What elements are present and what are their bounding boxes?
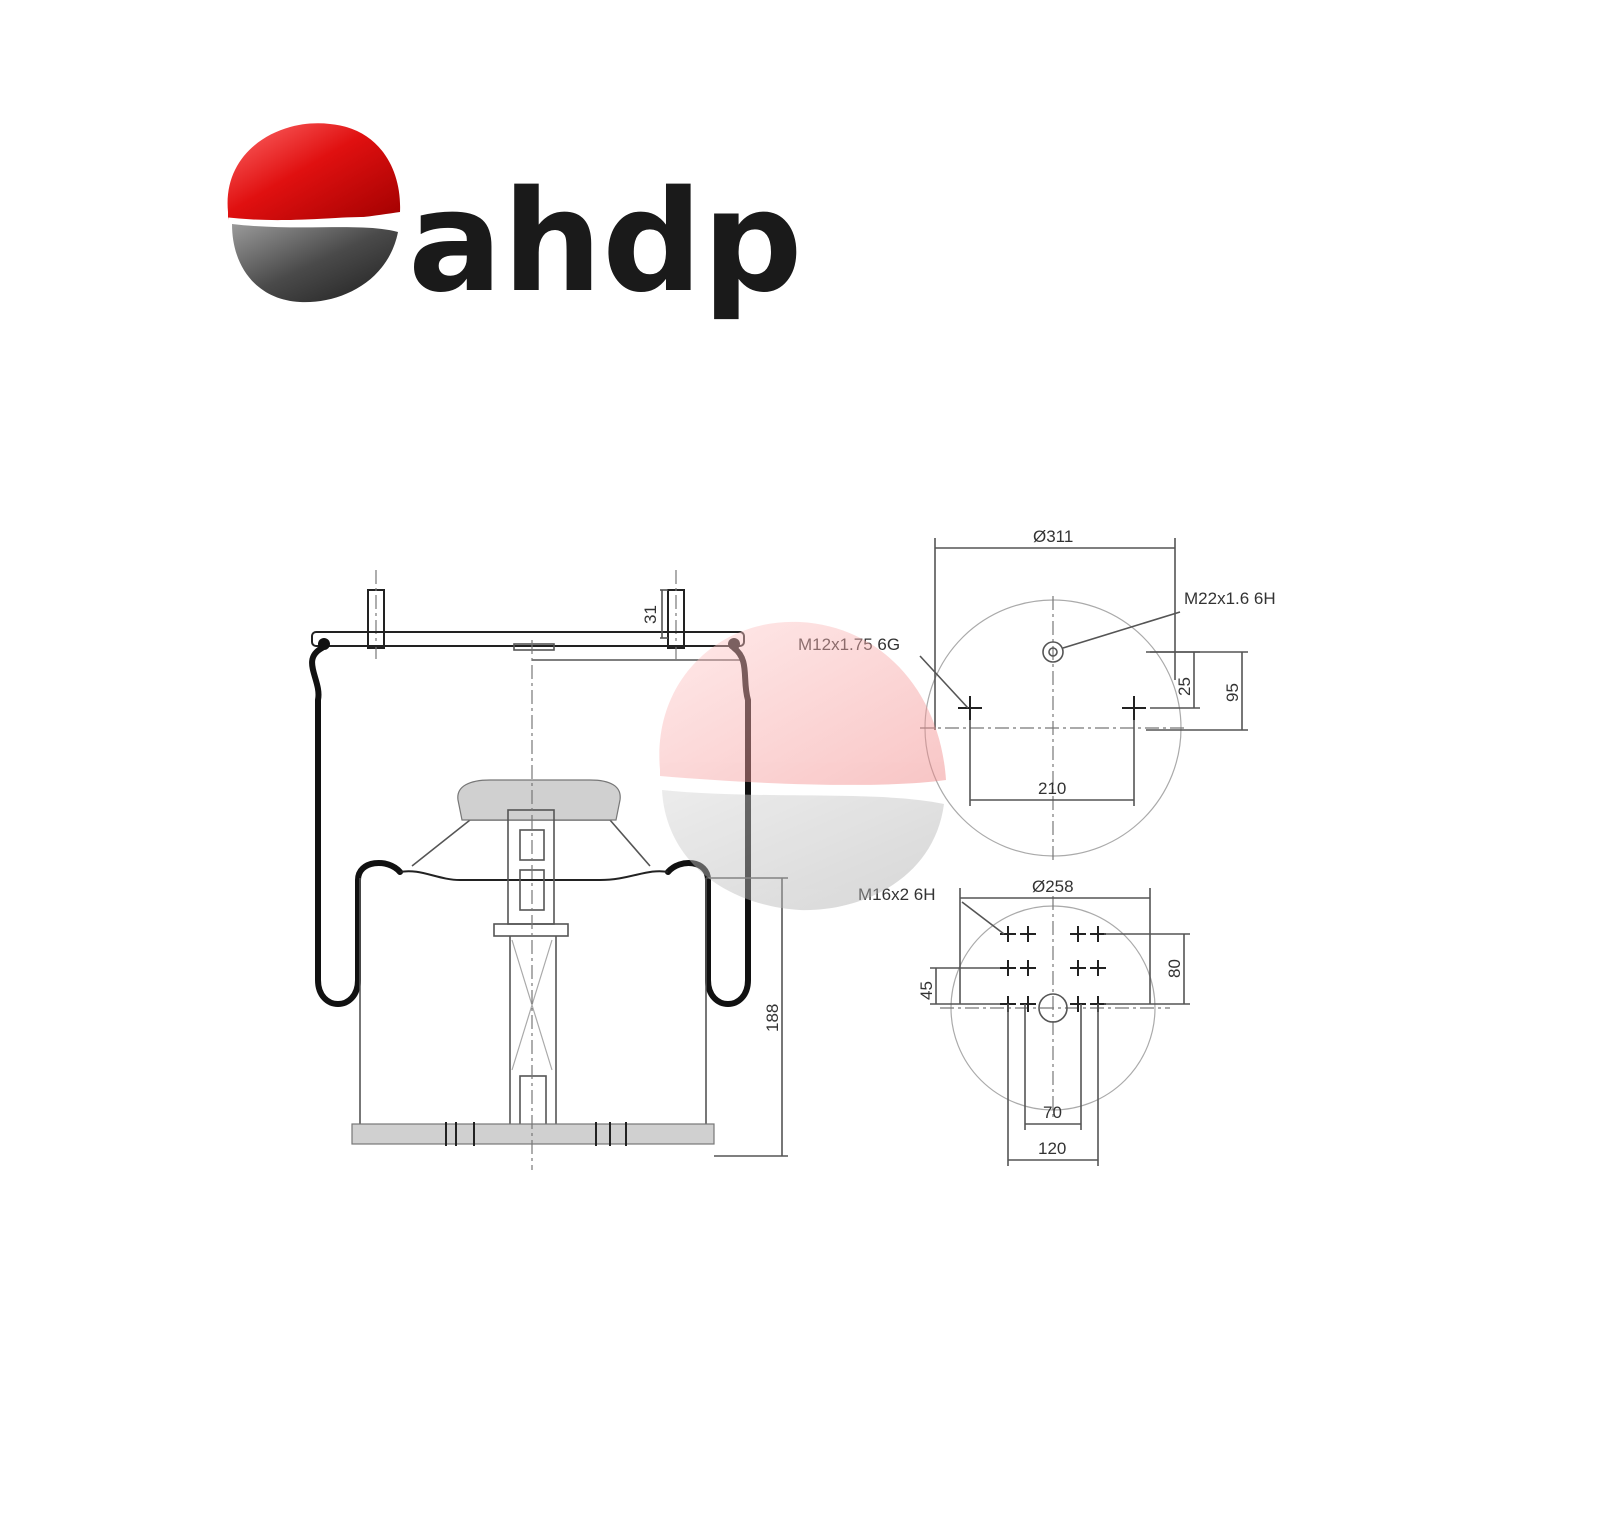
brand-logo: ahdp (227, 123, 803, 324)
dimension-stud-height: 31 (641, 589, 668, 639)
stud-hole-left (958, 696, 982, 720)
svg-text:120: 120 (1038, 1139, 1066, 1158)
bump-stop (457, 779, 621, 821)
center-hole (1038, 993, 1068, 1023)
watermark-logo-icon (659, 621, 946, 911)
dimension-outer-width: 120 (1007, 1004, 1099, 1166)
logo-wordmark: ahdp (408, 161, 803, 324)
svg-text:Ø311: Ø311 (1033, 527, 1073, 546)
callout-air-fitting-thread: M22x1.6 6H (1062, 589, 1276, 649)
logo-mark-icon (227, 123, 401, 303)
bottom-view: Ø258 M16x2 6H 45 80 70 (858, 877, 1190, 1166)
dimension-bottom-diameter: Ø258 (959, 877, 1151, 1004)
air-fitting-hole (1042, 641, 1064, 663)
bellows-left (309, 645, 403, 1007)
svg-text:210: 210 (1038, 779, 1066, 798)
dimension-right-offset: 80 (1104, 933, 1190, 1005)
svg-text:188: 188 (763, 1004, 782, 1032)
svg-text:70: 70 (1043, 1103, 1062, 1122)
svg-text:Ø258: Ø258 (1032, 877, 1074, 896)
dimension-stud-spacing: 210 (969, 720, 1135, 806)
piston-top (399, 870, 669, 881)
stud-hole-right (1122, 696, 1146, 720)
piston-base (351, 1123, 715, 1145)
dimension-inner-width: 70 (1024, 1004, 1082, 1130)
svg-text:31: 31 (641, 605, 660, 624)
dimension-left-offset: 45 (917, 967, 1000, 1005)
svg-text:25: 25 (1175, 677, 1194, 696)
dimension-edge-offset: 95 (1146, 651, 1248, 731)
svg-text:80: 80 (1165, 959, 1184, 978)
svg-text:M22x1.6 6H: M22x1.6 6H (1184, 589, 1276, 608)
svg-text:95: 95 (1223, 683, 1242, 702)
dimension-top-diameter: Ø311 (934, 527, 1176, 730)
svg-text:45: 45 (917, 981, 936, 1000)
